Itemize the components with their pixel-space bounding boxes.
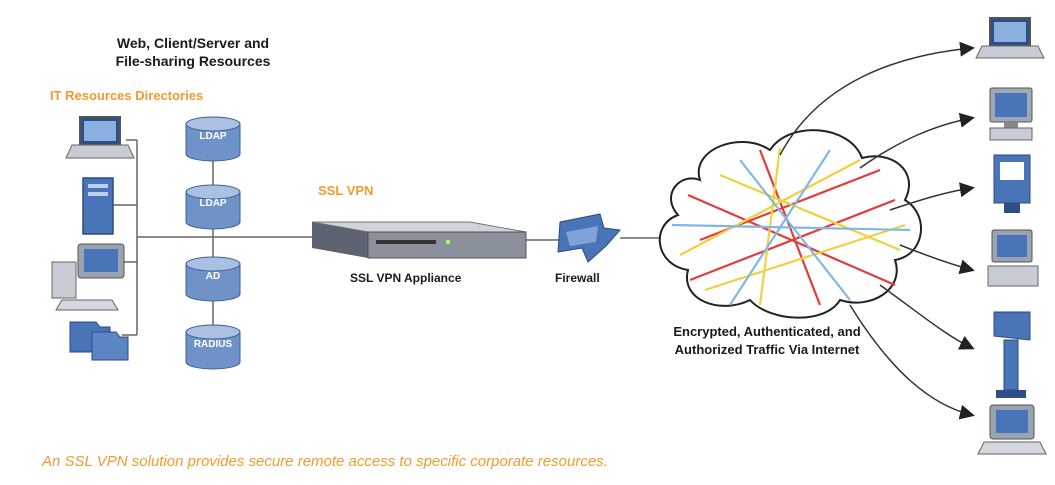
resources-title-line-2: File-sharing Resources <box>115 53 271 69</box>
database-icon <box>185 184 241 230</box>
resources-title: Web, Client/Server and File-sharing Reso… <box>78 34 308 70</box>
directory-label-ldap-1: LDAP <box>199 131 227 142</box>
directory-label-ad: AD <box>205 271 221 282</box>
diagram-caption: An SSL VPN solution provides secure remo… <box>42 453 608 470</box>
laptop-icon <box>65 116 135 159</box>
it-resources-label: IT Resources Directories <box>50 88 204 103</box>
remote-pc-icon <box>977 404 1047 455</box>
traffic-label-line-1: Encrypted, Authenticated, and <box>673 324 861 339</box>
database-icon <box>185 256 241 302</box>
vpn-appliance-icon <box>311 221 527 259</box>
directory-stack <box>185 116 241 370</box>
remote-desktop-icon <box>989 87 1033 141</box>
remote-kiosk-terminal-icon <box>993 154 1031 213</box>
resources-title-line-1: Web, Client/Server and <box>116 35 270 51</box>
workstation-icon <box>51 243 125 311</box>
appliance-label: SSL VPN Appliance <box>350 271 462 285</box>
traffic-label: Encrypted, Authenticated, and Authorized… <box>642 323 892 359</box>
traffic-label-line-2: Authorized Traffic Via Internet <box>674 342 860 357</box>
remote-laptop-icon <box>975 17 1045 59</box>
remote-access-arrows <box>779 41 975 420</box>
remote-workstation-icon <box>987 229 1039 287</box>
ssl-vpn-label: SSL VPN <box>318 183 374 198</box>
remote-kiosk-icon <box>993 311 1031 398</box>
firewall-label: Firewall <box>555 271 600 285</box>
directory-label-radius: RADIUS <box>193 339 233 350</box>
firewall-icon <box>557 213 621 263</box>
database-icon <box>185 116 241 162</box>
cloud-icon <box>658 129 922 319</box>
directory-label-ldap-2: LDAP <box>199 198 227 209</box>
folders-icon <box>69 321 129 361</box>
resource-bus <box>112 139 320 336</box>
database-icon <box>185 324 241 370</box>
server-tower-icon <box>82 177 114 235</box>
